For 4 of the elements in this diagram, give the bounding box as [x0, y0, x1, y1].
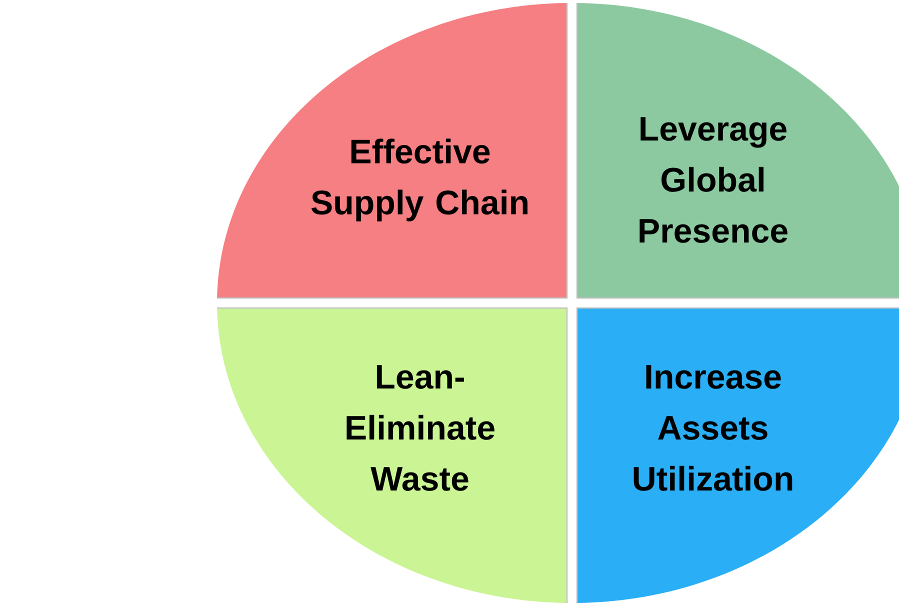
quadrant: Leverage Global Presence: [576, 3, 899, 299]
quadrant: Effective Supply Chain: [217, 3, 568, 299]
quadrant: Lean- Eliminate Waste: [217, 307, 568, 603]
quadrant: Increase Assets Utilization: [576, 307, 899, 603]
